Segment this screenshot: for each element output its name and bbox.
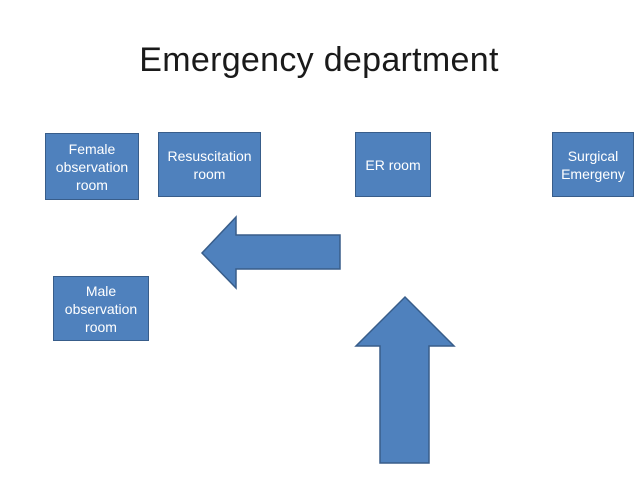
- left-arrow: [200, 215, 341, 290]
- up-arrow: [354, 295, 456, 464]
- resuscitation-room-box: Resuscitation room: [158, 132, 261, 197]
- male-observation-room-box: Male observation room: [53, 276, 149, 341]
- slide-title: Emergency department: [139, 41, 499, 79]
- female-observation-room-box: Female observation room: [45, 133, 139, 200]
- er-room-box: ER room: [355, 132, 431, 197]
- surgical-emergency-box: Surgical Emergeny: [552, 132, 634, 197]
